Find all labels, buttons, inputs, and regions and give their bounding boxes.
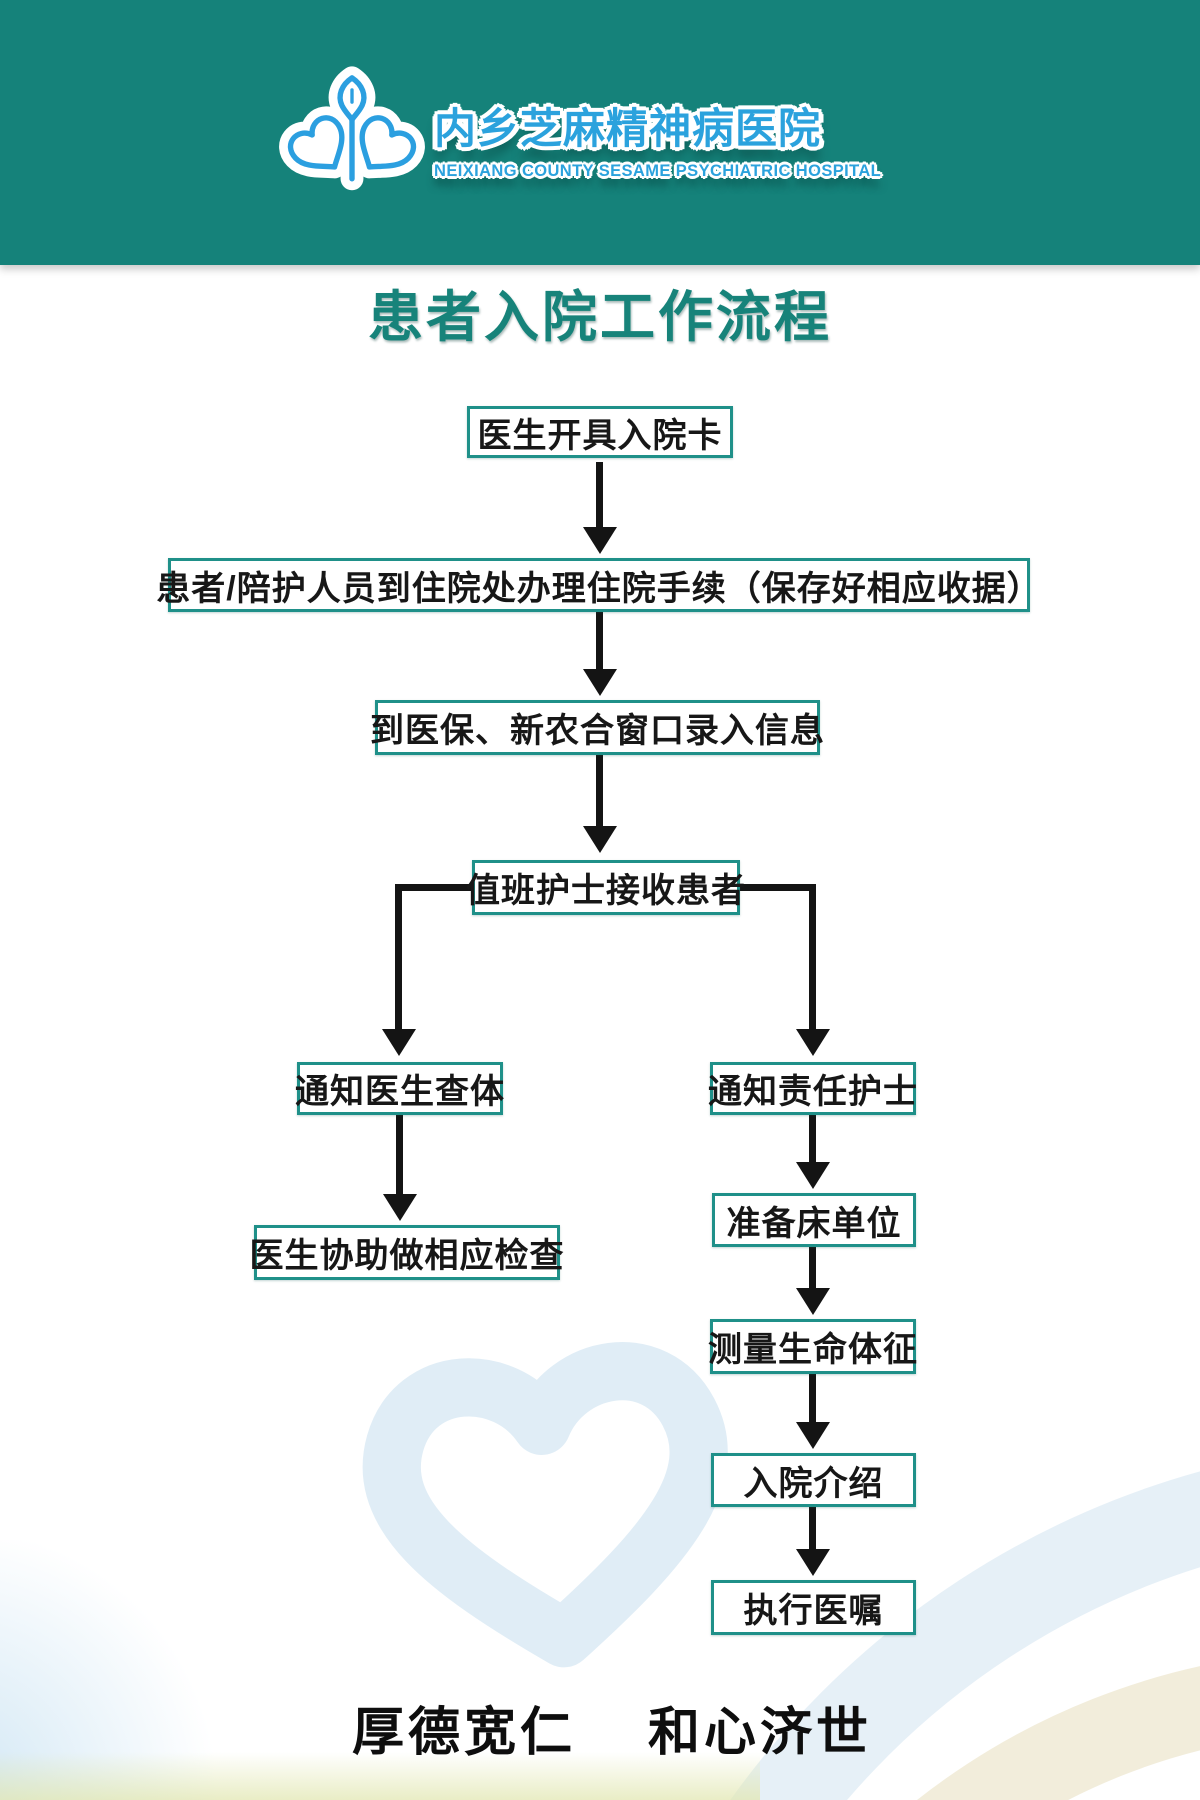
flow-step-duty-nurse-receives-patient: 值班护士接收患者 (466, 860, 745, 915)
flow-step-doctor-assists-checks: 医生协助做相应检查 (250, 1225, 564, 1280)
flow-step-doctor-issues-admission-card: 医生开具入院卡 (467, 406, 733, 458)
page-title: 患者入院工作流程 (367, 286, 832, 348)
arrow-down-right-2 (809, 1247, 816, 1289)
background-bottom-strip (0, 1752, 760, 1800)
arrow-down-3 (596, 755, 603, 827)
flow-step-admission-introduction: 入院介绍 (711, 1453, 916, 1507)
flow-step-register-at-inpatient-office: 患者/陪护人员到住院处办理住院手续（保存好相应收据） (156, 558, 1041, 612)
flow-step-insurance-window-entry: 到医保、新农合窗口录入信息 (370, 700, 824, 755)
hospital-logo: 内乡芝麻精神病医院 NEIXIANG COUNTY SESAME PSYCHIA… (278, 52, 881, 210)
arrow-down-right-3 (809, 1374, 816, 1423)
flow-step-measure-vital-signs: 测量生命体征 (708, 1319, 917, 1374)
hospital-name-block: 内乡芝麻精神病医院 NEIXIANG COUNTY SESAME PSYCHIA… (434, 95, 881, 181)
flow-step-notify-doctor-exam: 通知医生查体 (295, 1062, 504, 1115)
branch-connector-right-horizontal (740, 884, 816, 891)
hospital-name-zh: 内乡芝麻精神病医院 (434, 105, 822, 152)
motto-right: 和心济世 (648, 1704, 873, 1762)
branch-connector-right-arrow (809, 884, 816, 1030)
flow-step-notify-responsible-nurse: 通知责任护士 (708, 1062, 917, 1115)
motto-left: 厚德宽仁 (352, 1704, 577, 1762)
arrow-down-left-1 (396, 1115, 403, 1195)
arrow-down-1 (596, 462, 603, 528)
hospital-name-en: NEIXIANG COUNTY SESAME PSYCHIATRIC HOSPI… (434, 162, 882, 180)
branch-connector-left-arrow (395, 884, 402, 1030)
header-band: 内乡芝麻精神病医院 NEIXIANG COUNTY SESAME PSYCHIA… (0, 0, 1200, 265)
arrow-down-right-1 (809, 1115, 816, 1163)
flow-step-prepare-bed-unit: 准备床单位 (712, 1193, 916, 1247)
heart-outline-watermark-icon (362, 1342, 728, 1668)
arrow-down-right-4 (809, 1507, 816, 1550)
arrow-down-2 (596, 612, 603, 670)
flow-step-execute-doctor-orders: 执行医嘱 (711, 1580, 916, 1635)
branch-connector-left-horizontal (395, 884, 472, 891)
hearts-sprout-logo-icon (279, 66, 425, 191)
